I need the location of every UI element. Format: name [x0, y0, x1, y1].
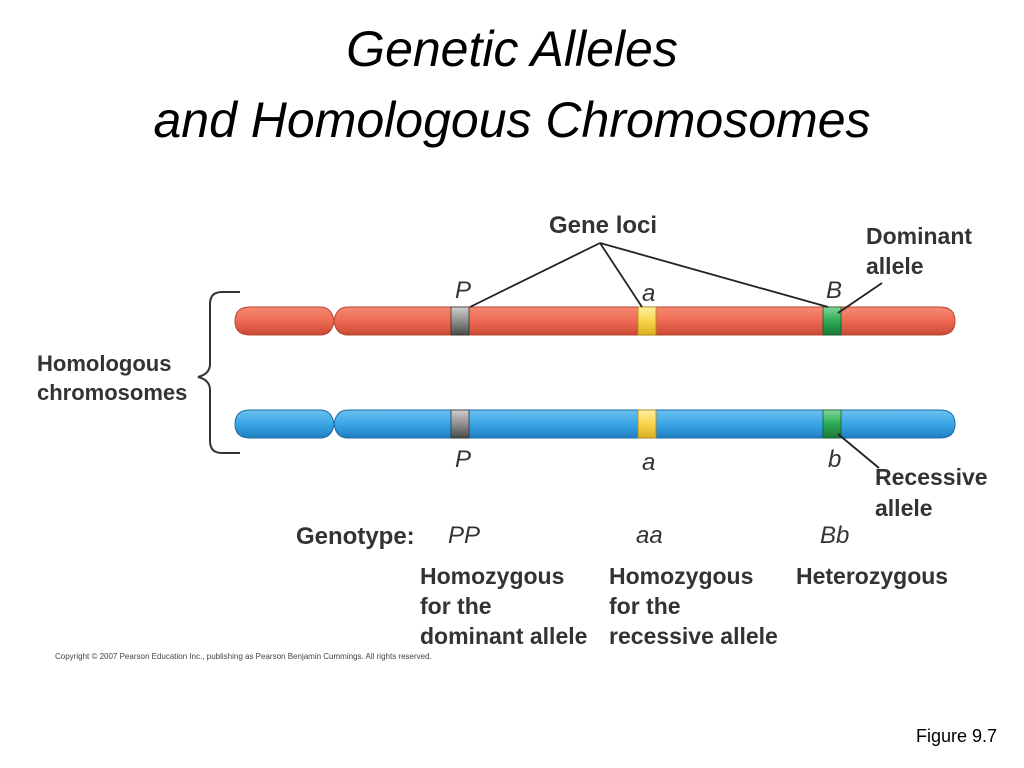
copyright-notice: Copyright © 2007 Pearson Education Inc.,… [55, 652, 432, 661]
gene-loci-label: Gene loci [549, 212, 658, 239]
genotype-pp: PP [448, 522, 481, 549]
slide-title-line-2: and Homologous Chromosomes [153, 92, 871, 148]
dominant-allele-pointer [837, 282, 883, 314]
figure-label: Figure 9.7 [915, 726, 997, 746]
gene-loci-pointers [469, 242, 829, 308]
dominant-label-line-2: allele [866, 253, 924, 279]
bottom-allele-a: a [642, 449, 656, 476]
homologous-bracket [197, 291, 240, 454]
locus-p-band-top [450, 306, 470, 336]
top-chromosome [234, 306, 956, 336]
aa-description-line-1: Homozygous [609, 563, 754, 589]
pp-description-line-3: dominant allele [420, 623, 588, 649]
bb-description-line-1: Heterozygous [796, 563, 949, 589]
top-allele-p: P [455, 277, 472, 304]
pp-description-line-2: for the [420, 593, 492, 619]
genotype-aa: aa [636, 522, 663, 549]
homologous-label-line-1: Homologous [37, 351, 172, 376]
pp-description-line-1: Homozygous [420, 563, 565, 589]
aa-description-line-3: recessive allele [609, 623, 778, 649]
locus-a-band-top [637, 306, 657, 336]
bottom-allele-b: b [828, 446, 842, 473]
aa-description-line-2: for the [609, 593, 681, 619]
locus-b-band-bottom [822, 409, 842, 439]
locus-a-band-bottom [637, 409, 657, 439]
genotype-label: Genotype: [296, 523, 415, 550]
top-allele-a: a [642, 280, 656, 307]
genotype-bb: Bb [820, 522, 850, 549]
slide-title-line-1: Genetic Alleles [346, 21, 678, 77]
bottom-allele-p: P [455, 446, 472, 473]
homologous-label-line-2: chromosomes [37, 380, 188, 405]
locus-b-band-top [822, 306, 842, 336]
dominant-label-line-1: Dominant [866, 223, 973, 249]
bottom-chromosome [234, 409, 956, 439]
recessive-label-line-2: allele [875, 495, 933, 521]
recessive-allele-pointer [837, 433, 880, 469]
locus-p-band-bottom [450, 409, 470, 439]
top-allele-b: B [826, 277, 843, 304]
recessive-label-line-1: Recessive [875, 464, 988, 490]
